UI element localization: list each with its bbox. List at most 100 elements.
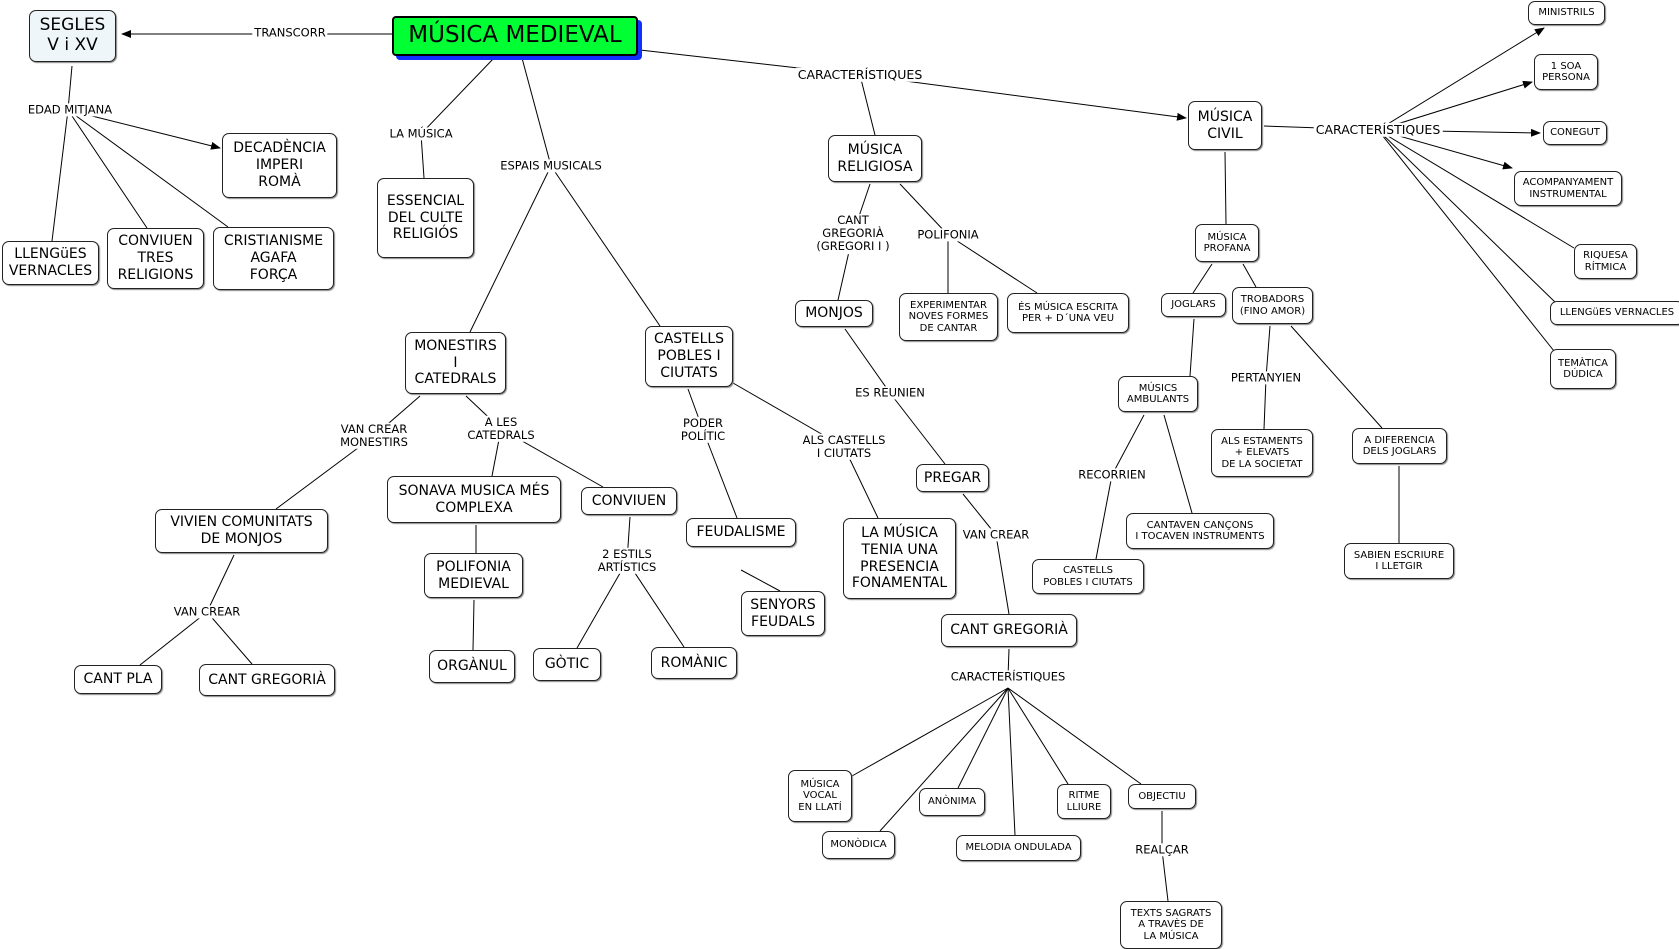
node-sabien[interactable]: SABIEN ESCRIURE I LLETGIR — [1344, 543, 1454, 579]
node-als-estaments[interactable]: ALS ESTAMENTS + ELEVATS DE LA SOCIETAT — [1211, 429, 1313, 477]
connector-line — [1290, 325, 1383, 429]
connector-line — [947, 234, 1038, 294]
node-llengues[interactable]: LLENGüES VERNACLES — [2, 241, 99, 285]
link-label-la-musica: LA MÚSICA — [387, 126, 455, 141]
link-label-transcorr: TRANSCORR — [252, 25, 328, 40]
connector-line — [1007, 687, 1016, 836]
node-conviuen-tres[interactable]: CONVIUEN TRES RELIGIONS — [107, 228, 204, 289]
connector-line — [472, 599, 475, 651]
node-sonava[interactable]: SONAVA MUSICA MÉS COMPLEXA — [387, 476, 561, 523]
link-label-espais-musicals: ESPAIS MUSICALS — [498, 158, 604, 173]
node-feudalisme[interactable]: FEUDALISME — [686, 518, 796, 547]
connector-line — [1377, 129, 1557, 304]
node-la-musica-tenia[interactable]: LA MÚSICA TENIA UNA PRESENCIA FONAMENTAL — [843, 518, 956, 599]
connector-line — [879, 687, 1009, 832]
node-polifonia-medieval[interactable]: POLIFONIA MEDIEVAL — [424, 553, 523, 598]
link-label-recorrien: RECORRIEN — [1076, 467, 1148, 482]
node-conegut[interactable]: CONEGUT — [1543, 121, 1607, 145]
connector-line — [550, 165, 661, 327]
node-ritme[interactable]: RITME LLIURE — [1057, 784, 1111, 819]
node-gotic[interactable]: GÒTIC — [533, 648, 601, 681]
node-objectiu[interactable]: OBJECTIU — [1128, 784, 1196, 809]
connector-line — [1242, 263, 1257, 288]
node-ministrils[interactable]: MINISTRILS — [1528, 1, 1605, 25]
node-musica-vocal[interactable]: MÚSICA VOCAL EN LLATÍ — [788, 770, 852, 822]
connector-line — [1161, 849, 1169, 902]
node-pregar[interactable]: PREGAR — [916, 464, 989, 492]
connector-line — [1265, 325, 1271, 379]
node-essencial[interactable]: ESSENCIAL DEL CULTE RELIGIÓS — [377, 178, 474, 258]
node-1-soa-persona[interactable]: 1 SOA PERSONA — [1534, 54, 1598, 90]
link-label-caracteristiques-top: CARACTERÍSTIQUES — [795, 66, 925, 83]
node-cant-gregoria-center[interactable]: CANT GREGORIÀ — [941, 614, 1077, 647]
root-node-musica-medieval[interactable]: MÚSICA MEDIEVAL — [392, 16, 638, 56]
link-label-cant-gregoria-i: CANT GREGORIÀ (GREGORI I ) — [814, 213, 892, 254]
connector-line — [469, 165, 552, 333]
connector-line — [740, 569, 781, 592]
connector-line — [139, 611, 208, 666]
node-segles[interactable]: SEGLES V i XV — [29, 10, 116, 62]
link-label-poder-politic: PODER POLÍTIC — [678, 415, 728, 444]
node-castells-pobles-small[interactable]: CASTELLS POBLES I CIUTATS — [1032, 559, 1144, 594]
connector-line — [51, 109, 69, 242]
link-label-estils: 2 ESTILS ARTÍSTICS — [595, 546, 659, 575]
connector-line — [1377, 129, 1575, 249]
node-anonima[interactable]: ANÒNIMA — [919, 788, 985, 816]
connector-line — [1111, 414, 1145, 476]
connector-line — [995, 534, 1010, 615]
node-musica-profana[interactable]: MÚSICA PROFANA — [1195, 224, 1259, 262]
node-llengues-vernacles-small[interactable]: LLENGüES VERNACLES — [1550, 301, 1679, 325]
connector-line — [1007, 687, 1069, 785]
connector-line — [1189, 318, 1195, 377]
node-organul[interactable]: ORGÀNUL — [429, 650, 515, 683]
node-texts[interactable]: TEXTS SAGRATS A TRAVÈS DE LA MÚSICA — [1120, 901, 1222, 949]
node-cristianisme[interactable]: CRISTIANISME AGAFA FORÇA — [213, 227, 334, 290]
node-riquesa[interactable]: RIQUESA RÍTMICA — [1574, 244, 1637, 279]
node-experimentar[interactable]: EXPERIMENTAR NOVES FORMES DE CANTAR — [899, 293, 998, 341]
connector-line — [859, 74, 876, 136]
connector-line — [1095, 474, 1113, 560]
connector-line — [1377, 27, 1545, 131]
node-monestirs[interactable]: MONESTIRS I CATEDRALS — [405, 332, 506, 394]
node-cant-gregoria-left[interactable]: CANT GREGORIÀ — [199, 664, 335, 696]
node-vivien[interactable]: VIVIEN COMUNITATS DE MONJOS — [155, 509, 328, 553]
node-monjos[interactable]: MONJOS — [795, 300, 873, 327]
connector-line — [67, 109, 148, 229]
node-cant-pla[interactable]: CANT PLA — [74, 665, 162, 694]
link-label-edad-mitjana: EDAD MITJANA — [25, 102, 115, 117]
node-senyors[interactable]: SENYORS FEUDALS — [741, 591, 825, 636]
connector-line — [206, 611, 253, 665]
node-musica-civil[interactable]: MÚSICA CIVIL — [1188, 101, 1262, 150]
node-joglars[interactable]: JOGLARS — [1161, 293, 1226, 317]
connector-line — [1007, 687, 1142, 785]
connector-line — [67, 109, 229, 228]
node-castells-pobles[interactable]: CASTELLS POBLES I CIUTATS — [645, 326, 733, 387]
connector-line — [962, 493, 997, 536]
node-decadencia[interactable]: DECADÈNCIA IMPERI ROMÀ — [222, 133, 337, 198]
link-label-als-castells: ALS CASTELLS I CIUTATS — [800, 432, 888, 461]
connector-line — [206, 554, 235, 613]
node-a-diferencia[interactable]: A DIFERENCIA DELS JOGLARS — [1352, 428, 1447, 464]
connector-line — [1192, 263, 1213, 294]
node-romanic[interactable]: ROMÀNIC — [651, 647, 737, 679]
node-conviuen[interactable]: CONVIUEN — [581, 487, 677, 515]
node-es-musica-escrita[interactable]: ÉS MÚSICA ESCRITA PER + D´UNA VEU — [1007, 293, 1129, 333]
node-cantaven[interactable]: CANTAVEN CANÇONS I TOCAVEN INSTRUMENTS — [1126, 513, 1274, 549]
connector-line — [1377, 80, 1533, 131]
link-label-caracteristiques-right: CARACTERÍSTIQUES — [1313, 121, 1443, 138]
link-label-van-crear-left: VAN CREAR — [171, 604, 243, 619]
node-monodica[interactable]: MONÒDICA — [822, 831, 895, 859]
node-acompanyament[interactable]: ACOMPANYAMENT INSTRUMENTAL — [1514, 171, 1622, 206]
connector-line — [420, 133, 425, 179]
node-trobadors[interactable]: TROBADORS (FINO AMOR) — [1232, 287, 1313, 324]
node-musics-ambulants[interactable]: MÚSICS AMBULANTS — [1118, 376, 1198, 412]
node-tematica[interactable]: TEMÀTICA DÚDICA — [1550, 349, 1616, 389]
connector-line — [1224, 151, 1227, 225]
connector-line — [67, 65, 73, 111]
node-musica-religiosa[interactable]: MÚSICA RELIGIOSA — [828, 135, 922, 182]
connector-line — [957, 687, 1009, 789]
link-label-realcar: REALÇAR — [1133, 842, 1191, 857]
node-melodia[interactable]: MELODIA ONDULADA — [956, 835, 1081, 861]
